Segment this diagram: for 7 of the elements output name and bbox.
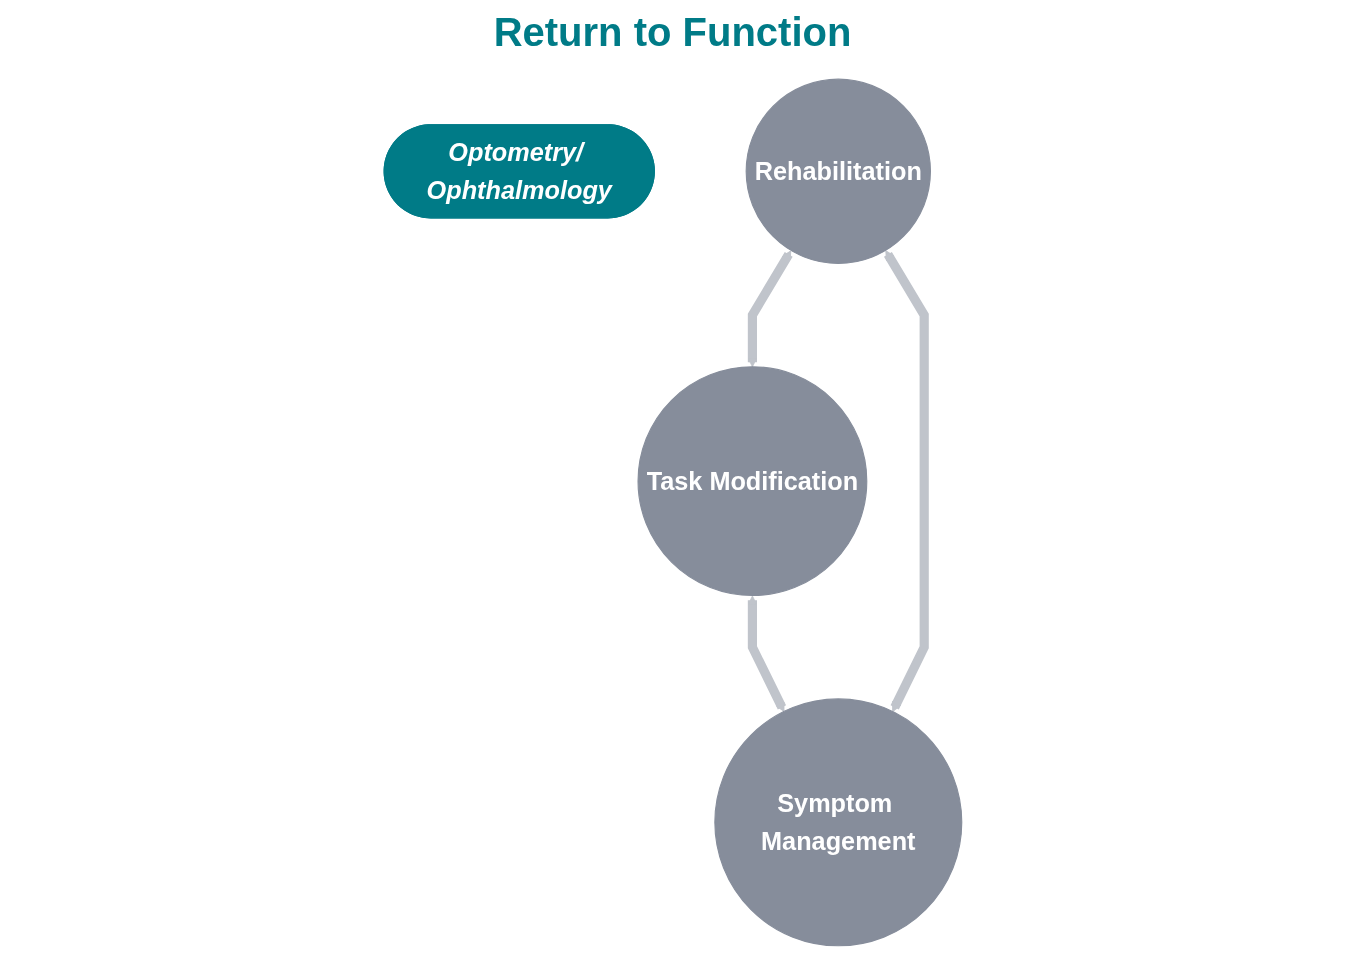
arrow <box>746 595 786 712</box>
node-circle: Symptom Management <box>713 698 962 947</box>
center-label: Return to Function <box>493 10 852 55</box>
arrow <box>883 250 929 712</box>
node-circle: Rehabilitation <box>745 78 931 265</box>
node-circle: Task Modification <box>637 366 867 597</box>
arrow <box>746 250 793 368</box>
